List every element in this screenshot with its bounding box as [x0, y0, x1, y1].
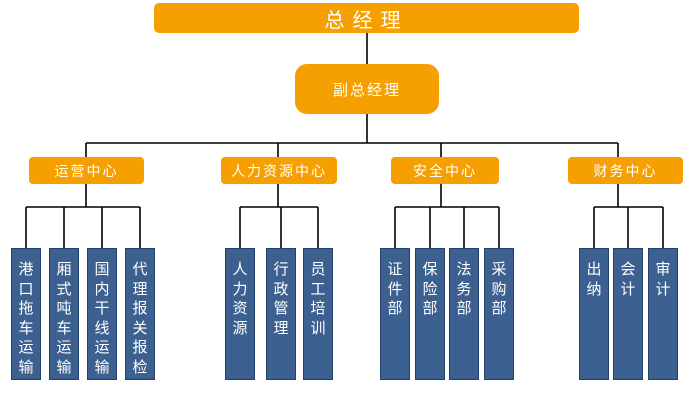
center-safety: 安全中心 — [391, 157, 499, 184]
dept-label: 证件部 — [387, 260, 403, 317]
dept-label: 港口拖车运输 — [18, 260, 34, 376]
dept-box: 行政管理 — [266, 248, 296, 380]
dept-label: 厢式吨车运输 — [56, 260, 72, 376]
dept-box: 代理报关报检 — [125, 248, 155, 380]
dept-box: 采购部 — [484, 248, 514, 380]
center-label: 人力资源中心 — [231, 163, 327, 180]
dept-label: 员工培训 — [310, 260, 326, 337]
dept-box: 人力资源 — [225, 248, 255, 380]
dept-label: 保险部 — [422, 260, 438, 317]
center-hr: 人力资源中心 — [221, 157, 337, 184]
dept-box: 审计 — [648, 248, 678, 380]
dept-label: 国内干线运输 — [94, 260, 110, 376]
dept-box: 员工培训 — [303, 248, 333, 380]
dept-box: 厢式吨车运输 — [49, 248, 79, 380]
dept-box: 保险部 — [415, 248, 445, 380]
dept-label: 出纳 — [586, 260, 602, 298]
dept-label: 代理报关报检 — [132, 260, 148, 376]
dept-label: 法务部 — [456, 260, 472, 317]
dept-box: 国内干线运输 — [87, 248, 117, 380]
dept-label: 审计 — [655, 260, 671, 298]
vice-box: 副总经理 — [295, 64, 439, 114]
vice-label: 副总经理 — [332, 80, 401, 99]
center-label: 安全中心 — [413, 163, 477, 180]
dept-label: 会计 — [620, 260, 636, 298]
dept-box: 港口拖车运输 — [11, 248, 41, 380]
dept-label: 人力资源 — [232, 260, 248, 337]
dept-label: 行政管理 — [273, 260, 289, 337]
ceo-label: 总经理 — [324, 7, 409, 32]
ceo-box: 总经理 — [154, 3, 579, 33]
center-operations: 运营中心 — [29, 157, 144, 184]
center-label: 运营中心 — [54, 163, 119, 180]
dept-label: 采购部 — [491, 260, 507, 317]
dept-box: 会计 — [613, 248, 643, 380]
dept-box: 证件部 — [380, 248, 410, 380]
dept-box: 法务部 — [449, 248, 479, 380]
center-finance: 财务中心 — [568, 157, 683, 184]
center-label: 财务中心 — [593, 163, 658, 180]
dept-box: 出纳 — [579, 248, 609, 380]
